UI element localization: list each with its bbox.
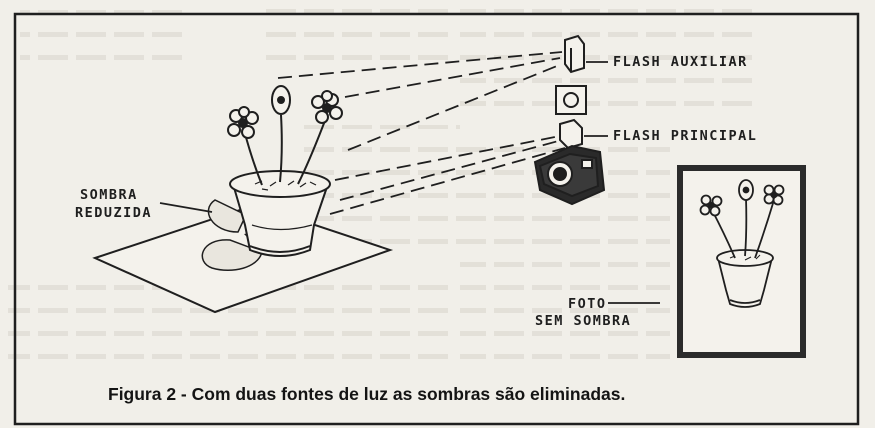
auxiliary-flash: [564, 34, 585, 74]
label-sombra-line2: REDUZIDA: [75, 205, 153, 221]
label-foto-line2: SEM SOMBRA: [535, 313, 632, 329]
main-flash: [559, 118, 583, 150]
figure-frame: [13, 12, 860, 426]
flowers: [227, 85, 343, 186]
slave-sensor: [555, 85, 587, 115]
framed-photo: [677, 165, 806, 358]
label-flash-auxiliar: FLASH AUXILIAR: [613, 54, 748, 70]
figure-caption: Figura 2 - Com duas fontes de luz as som…: [108, 384, 626, 404]
camera: [533, 144, 606, 206]
flower-vase: [229, 170, 331, 257]
light-rays: [277, 51, 566, 215]
sombra-leader: [159, 202, 213, 213]
label-flash-principal: FLASH PRINCIPAL: [613, 128, 758, 144]
reduced-shadow: [201, 199, 263, 271]
label-sombra-line1: SOMBRA: [80, 187, 138, 203]
label-foto-line1: FOTO: [568, 296, 607, 312]
